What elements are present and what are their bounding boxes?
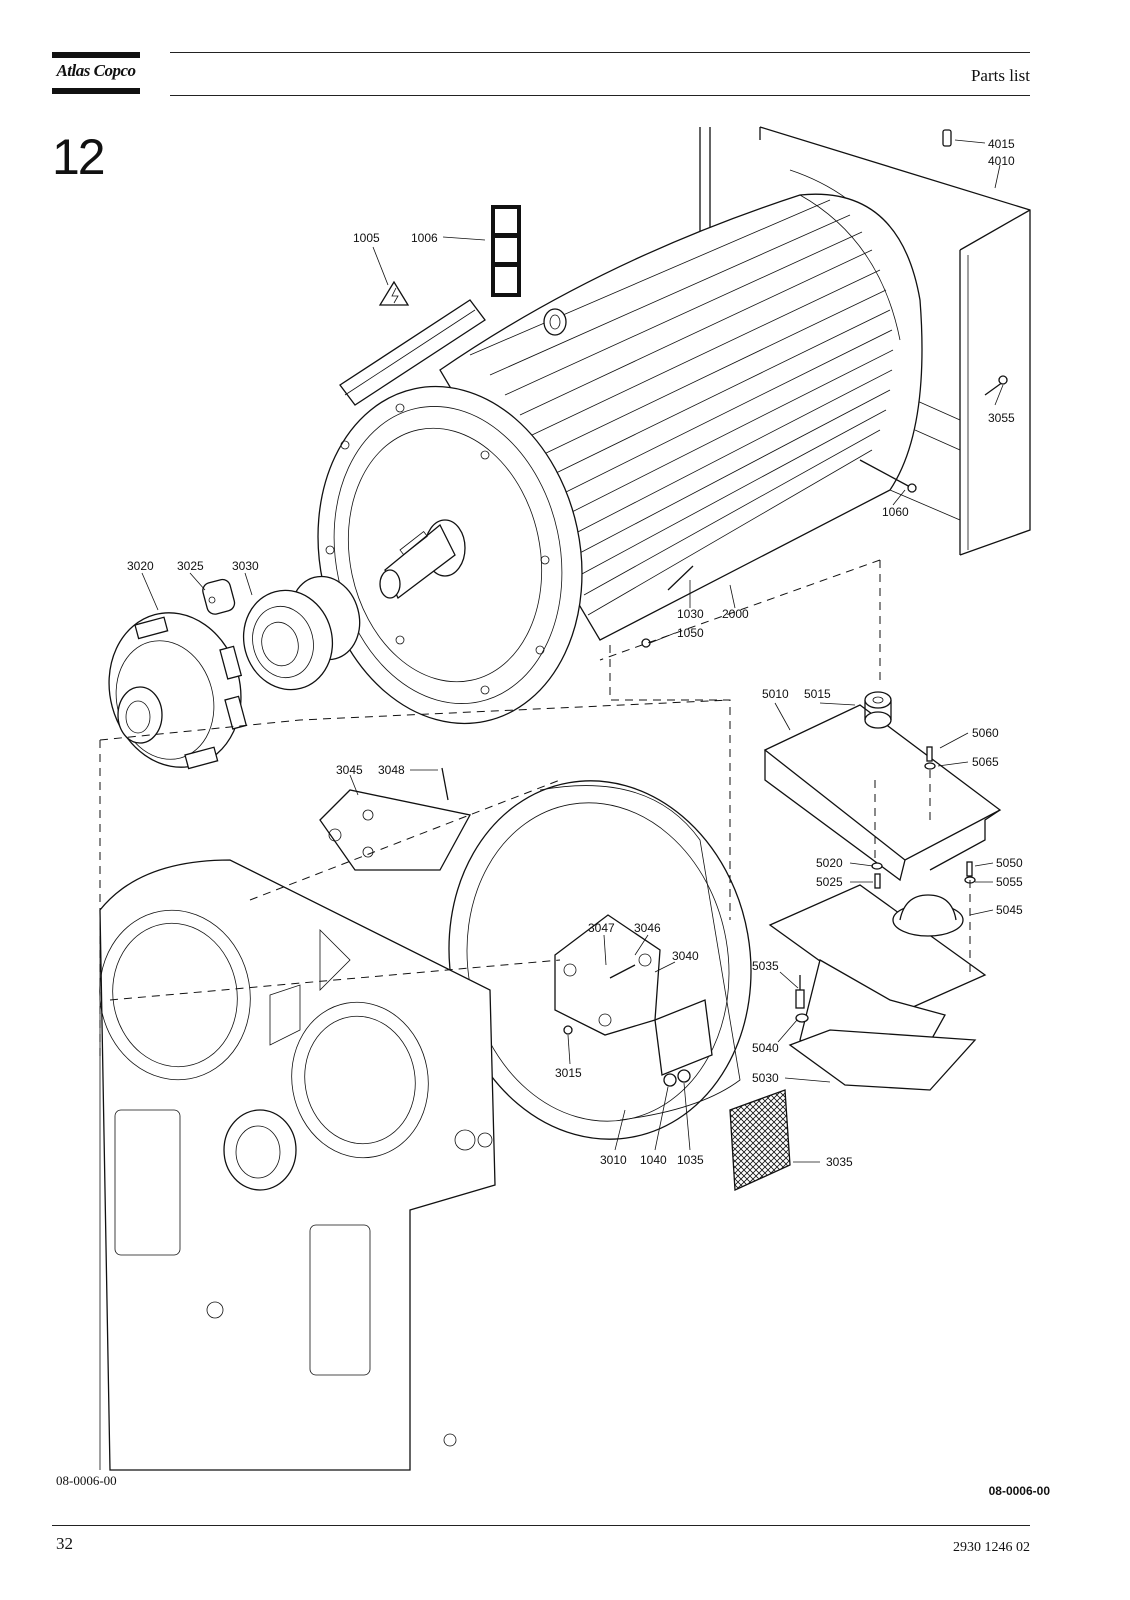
callout-5055: 5055	[996, 875, 1023, 889]
callout-3047: 3047	[588, 921, 615, 935]
page-number: 32	[56, 1534, 73, 1553]
motor-assembly	[317, 193, 1008, 725]
callout-leaders	[141, 139, 1004, 1163]
callout-1060: 1060	[882, 505, 909, 519]
footer-rule	[52, 1525, 1030, 1526]
header-rule-top	[170, 52, 1030, 53]
gear-casing	[99, 859, 496, 1471]
bolt-5035-icon	[795, 989, 805, 1009]
page-title: Parts list	[970, 66, 1030, 85]
frame-plate-5010	[763, 704, 1002, 861]
coupling-housing	[319, 767, 752, 1140]
damper-5015	[864, 711, 892, 729]
section-number: 12	[52, 129, 106, 185]
logo-wordmark: Atlas Copco	[56, 61, 136, 80]
callout-4010: 4010	[988, 154, 1015, 168]
callout-1006: 1006	[411, 231, 438, 245]
figure-code-right: 08-0006-00	[988, 1484, 1050, 1498]
callout-1050: 1050	[677, 626, 704, 640]
callout-3030: 3030	[232, 559, 259, 573]
callout-1005: 1005	[353, 231, 380, 245]
assembly-centerlines	[99, 559, 971, 1060]
callout-5045: 5045	[996, 903, 1023, 917]
callout-5040: 5040	[752, 1041, 779, 1055]
bolt-5060-icon	[926, 746, 933, 762]
figure-code-left: 08-0006-00	[56, 1473, 117, 1488]
callout-3040: 3040	[672, 949, 699, 963]
warning-labels	[378, 205, 521, 306]
callout-5025: 5025	[816, 875, 843, 889]
callout-3010: 3010	[600, 1153, 627, 1167]
brand-logo: Atlas Copco	[52, 52, 140, 94]
exploded-parts-drawing: 4015 4010 1005 1006 3055 1060 3020 3025 …	[99, 126, 1031, 1471]
callout-1030: 1030	[677, 607, 704, 621]
bracket-3045	[319, 789, 471, 871]
callout-1040: 1040	[640, 1153, 667, 1167]
callout-3045: 3045	[336, 763, 363, 777]
flange-bolt-holes	[325, 403, 550, 695]
callout-5030: 5030	[752, 1071, 779, 1085]
motor-cooling-fins	[469, 199, 894, 616]
coupling-parts	[108, 575, 361, 770]
document-number: 2930 1246 02	[953, 1540, 1030, 1555]
callout-5020: 5020	[816, 856, 843, 870]
callout-3020: 3020	[127, 559, 154, 573]
callout-3035: 3035	[826, 1155, 853, 1169]
logo-bar-bottom	[52, 88, 140, 94]
callout-5065: 5065	[972, 755, 999, 769]
callout-1035: 1035	[677, 1153, 704, 1167]
mounting-frame	[763, 691, 1002, 1091]
callout-5035: 5035	[752, 959, 779, 973]
callout-labels: 4015 4010 1005 1006 3055 1060 3020 3025 …	[127, 137, 1023, 1169]
enclosure-panel	[699, 126, 1031, 556]
callout-3055: 3055	[988, 411, 1015, 425]
callout-3025: 3025	[177, 559, 204, 573]
callout-5060: 5060	[972, 726, 999, 740]
callout-5015: 5015	[804, 687, 831, 701]
callout-4015: 4015	[988, 137, 1015, 151]
callout-3046: 3046	[634, 921, 661, 935]
electric-hazard-icon	[378, 280, 410, 306]
callout-5010: 5010	[762, 687, 789, 701]
callout-3015: 3015	[555, 1066, 582, 1080]
lifting-eye-icon	[543, 308, 567, 336]
callout-3048: 3048	[378, 763, 405, 777]
fastener-4015-icon	[942, 129, 952, 147]
callout-5050: 5050	[996, 856, 1023, 870]
logo-bar-top	[52, 52, 140, 58]
header-rule-bottom	[170, 95, 1030, 96]
callout-2000: 2000	[722, 607, 749, 621]
protective-screen	[729, 1089, 791, 1191]
